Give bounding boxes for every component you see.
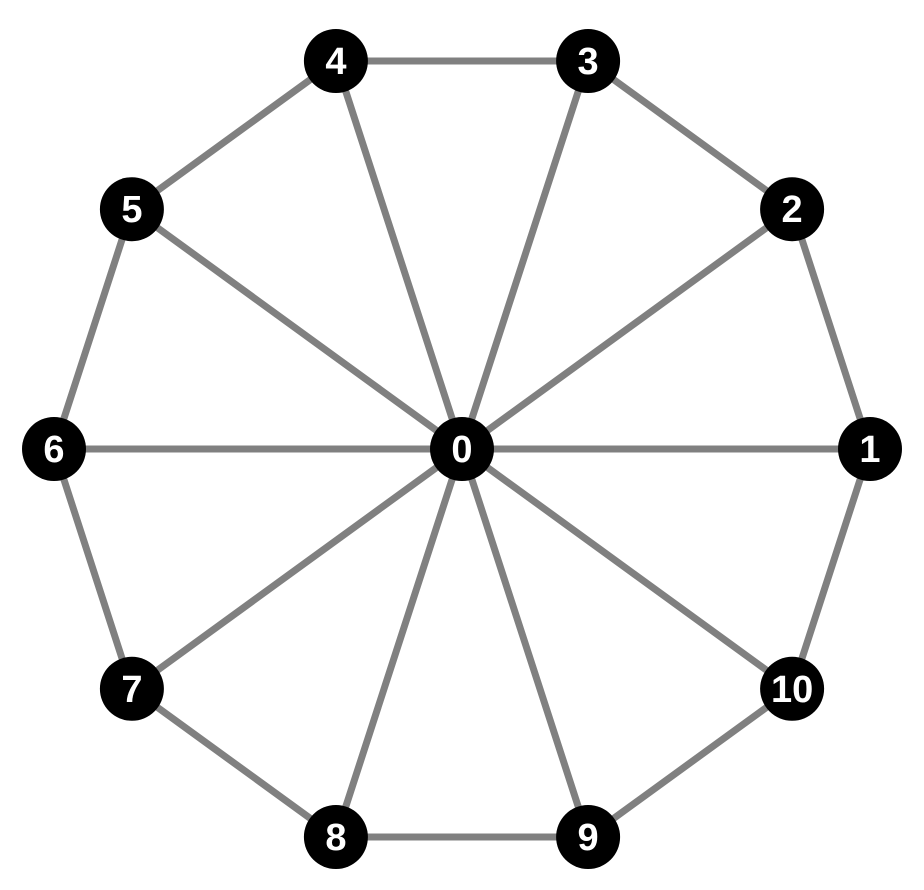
edge-1-2: [788, 205, 874, 453]
node-label: 10: [771, 669, 813, 711]
node-label: 0: [451, 429, 472, 471]
node-2: 2: [760, 177, 825, 242]
node-label: 7: [121, 669, 142, 711]
node-circle: [303, 805, 368, 869]
edge-0-5: [128, 205, 466, 453]
node-label: 8: [325, 817, 346, 859]
node-label: 6: [43, 429, 64, 471]
node-label: 5: [121, 189, 142, 231]
node-9: 9: [556, 805, 621, 869]
node-10: 10: [760, 656, 825, 721]
node-5: 5: [99, 177, 164, 242]
edge-5-6: [50, 205, 136, 453]
node-circle: [99, 656, 164, 721]
edge-6-7: [50, 445, 136, 693]
edge-10-1: [788, 445, 874, 693]
edge-4-5: [128, 57, 340, 213]
edge-0-2: [458, 205, 796, 453]
edges-layer: [50, 57, 874, 841]
node-6: 6: [22, 417, 86, 481]
node-label: 3: [578, 41, 599, 83]
node-circle: [556, 29, 621, 93]
node-circle: [838, 417, 902, 481]
node-7: 7: [99, 656, 164, 721]
edge-0-3: [458, 57, 592, 453]
node-circle: [303, 29, 368, 93]
node-label: 9: [578, 817, 599, 859]
node-4: 4: [303, 29, 368, 93]
nodes-layer: 0 1 2 3 4 5 6 7 8 9 10: [22, 29, 902, 869]
node-label: 1: [859, 429, 880, 471]
node-label: 2: [782, 189, 803, 231]
node-circle: [760, 177, 825, 242]
edge-0-8: [332, 445, 466, 841]
node-circle: [556, 805, 621, 869]
node-8: 8: [303, 805, 368, 869]
edge-9-10: [584, 685, 796, 841]
node-circle: [760, 656, 825, 721]
node-circle: [430, 417, 494, 481]
node-0: 0: [430, 417, 494, 481]
edge-0-7: [128, 445, 466, 693]
edge-0-4: [332, 57, 466, 453]
node-3: 3: [556, 29, 621, 93]
edge-0-10: [458, 445, 796, 693]
edge-0-9: [458, 445, 592, 841]
node-circle: [99, 177, 164, 242]
edge-2-3: [584, 57, 796, 213]
node-label: 4: [325, 41, 346, 83]
edge-7-8: [128, 685, 340, 841]
node-circle: [22, 417, 86, 481]
node-1: 1: [838, 417, 902, 481]
